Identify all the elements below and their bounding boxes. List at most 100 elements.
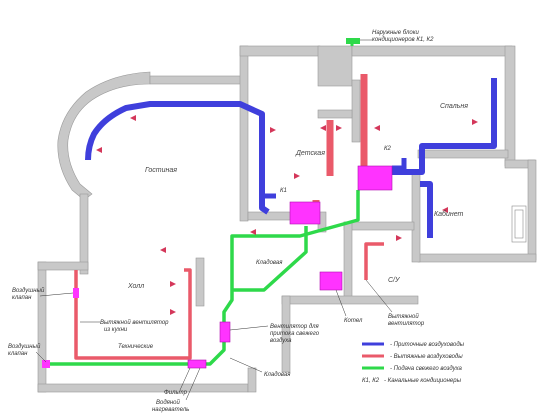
room-wc: С/У bbox=[388, 277, 401, 284]
label-utility: Кладовая bbox=[256, 260, 283, 266]
label-exhaust-fan-1: Вытяжной вентилятор bbox=[100, 319, 169, 326]
ac-unit-k1 bbox=[289, 201, 321, 225]
label-ac-units-1: Наружные блоки bbox=[372, 30, 420, 36]
bay-wall bbox=[57, 71, 151, 201]
leader-heater bbox=[185, 367, 201, 401]
arrow-4 bbox=[320, 125, 326, 131]
leader-valve-top bbox=[39, 292, 74, 297]
label-ac-units-2: кондиционеров К1, К2 bbox=[372, 37, 434, 43]
wall-mid-h bbox=[317, 109, 353, 119]
wall-wc-left bbox=[343, 221, 353, 303]
wall-top-living bbox=[149, 75, 246, 85]
valve-bottom bbox=[42, 360, 50, 368]
fresh-duct bbox=[50, 190, 360, 366]
label-filter: Фильтр bbox=[164, 390, 188, 396]
legend-label-ac: К1, К2 bbox=[362, 378, 380, 384]
wall-wc-top bbox=[343, 221, 415, 231]
wall-lower-mid bbox=[281, 295, 419, 305]
label-k1: К1 bbox=[280, 188, 287, 194]
arrow-12 bbox=[160, 247, 166, 253]
arrow-3 bbox=[270, 127, 276, 133]
label-wc-fan-1: Вытяжной bbox=[388, 313, 419, 320]
wall-bottom bbox=[37, 383, 249, 393]
wall-right-lower bbox=[527, 159, 537, 261]
label-boiler: Котел bbox=[344, 318, 363, 324]
label-heater-2: нагреватель bbox=[152, 407, 189, 413]
legend-text-supply: - Приточные воздуховоды bbox=[390, 342, 465, 348]
wall-tower bbox=[317, 45, 353, 87]
wall-bed-left bbox=[351, 79, 361, 143]
valve-top bbox=[73, 288, 79, 298]
arrow-5 bbox=[336, 125, 342, 131]
exhaust-duct-kitchen bbox=[74, 268, 192, 360]
leader-filter bbox=[179, 367, 191, 391]
flow-arrows bbox=[96, 115, 478, 315]
arrow-13 bbox=[294, 173, 300, 179]
wall-left-living bbox=[79, 193, 89, 275]
label-valve-bottom-2: клапан bbox=[8, 351, 28, 357]
arrow-8 bbox=[442, 207, 448, 213]
arrow-9 bbox=[396, 235, 402, 241]
legend-text-exhaust: - Вытяжные воздуховоды bbox=[390, 354, 463, 360]
label-exhaust-fan-2: из кухни bbox=[104, 327, 128, 333]
label-heater-1: Водяной bbox=[156, 399, 180, 406]
windows bbox=[511, 205, 527, 243]
wall-right bbox=[504, 45, 516, 167]
leader-fresh-fan bbox=[229, 325, 269, 331]
window-right bbox=[511, 205, 527, 243]
wall-bottom-right bbox=[247, 367, 257, 393]
supply-duct-office bbox=[420, 181, 433, 238]
boiler-unit bbox=[319, 271, 343, 291]
wall-office-top bbox=[417, 149, 509, 159]
supply-duct-living-branch bbox=[259, 132, 276, 199]
label-fresh-fan-3: воздуха bbox=[270, 338, 292, 344]
room-hall: Холл bbox=[127, 283, 144, 290]
legend-text-ac: - Канальные кондиционеры bbox=[384, 378, 462, 384]
leader-wc-fan bbox=[365, 279, 393, 313]
arrow-1 bbox=[96, 147, 102, 153]
room-living: Гостиная bbox=[145, 167, 177, 174]
wall-top-b bbox=[351, 45, 513, 57]
wall-central bbox=[239, 45, 249, 222]
leader-storage bbox=[229, 357, 263, 373]
arrow-11 bbox=[170, 309, 176, 315]
outdoor-units-marker bbox=[346, 38, 360, 44]
wall-top-a bbox=[239, 45, 321, 57]
arrow-10 bbox=[170, 281, 176, 287]
label-wc-fan-2: вентилятор bbox=[388, 321, 425, 327]
label-technical: Технические bbox=[118, 344, 154, 350]
arrow-2 bbox=[130, 115, 136, 121]
wall-storage-right bbox=[281, 295, 291, 373]
exhaust-duct-wc bbox=[364, 242, 384, 280]
ac-unit-k2 bbox=[357, 165, 393, 191]
window-right-inner bbox=[514, 209, 524, 239]
ducts bbox=[42, 38, 497, 369]
walls bbox=[37, 45, 537, 393]
label-fresh-fan-1: Вентилятор для bbox=[270, 324, 320, 330]
supply-duct-living bbox=[85, 101, 270, 215]
arrow-6 bbox=[374, 125, 380, 131]
label-valve-top-1: Воздушный bbox=[12, 287, 45, 294]
fresh-duct-branch bbox=[232, 226, 308, 292]
leader-valve-bottom bbox=[35, 351, 47, 363]
label-storage: Кладовая bbox=[264, 372, 291, 378]
fresh-fan-unit bbox=[219, 321, 231, 343]
annotations: Наружные блоки кондиционеров К1, К2 К1 К… bbox=[8, 30, 434, 413]
supply-duct-bedroom-2 bbox=[392, 158, 407, 171]
wall-left-kitchen bbox=[37, 261, 47, 393]
label-fresh-fan-2: притока свежего bbox=[270, 331, 320, 337]
room-dining: Детская bbox=[295, 150, 325, 157]
label-valve-top-2: клапан bbox=[12, 295, 32, 301]
label-valve-bottom-1: Воздушный bbox=[8, 343, 41, 350]
arrow-7 bbox=[472, 119, 478, 125]
room-office: Кабинет bbox=[434, 210, 464, 218]
supply-duct-right bbox=[392, 78, 497, 175]
legend: - Приточные воздуховоды - Вытяжные возду… bbox=[362, 342, 465, 384]
filter-unit bbox=[187, 359, 207, 369]
wall-kitchen-top bbox=[37, 261, 89, 271]
wall-office-left bbox=[411, 169, 421, 263]
legend-text-fresh: - Подача свежего воздуха bbox=[390, 366, 463, 372]
leader-boiler bbox=[335, 289, 347, 317]
label-k2: К2 bbox=[384, 146, 392, 152]
